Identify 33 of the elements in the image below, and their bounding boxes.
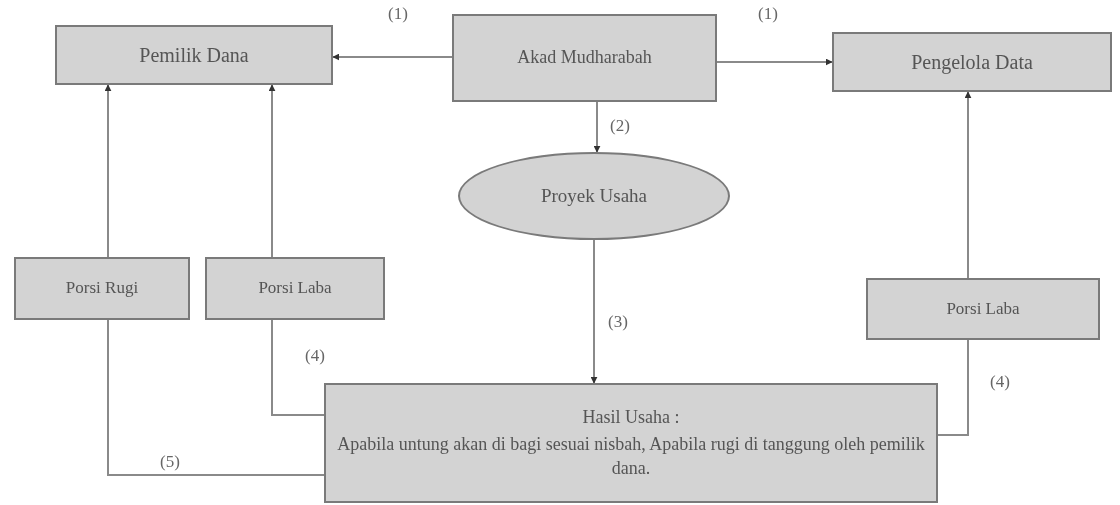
process-box <box>452 14 717 102</box>
arrow <box>268 84 276 258</box>
arrow <box>964 91 972 279</box>
box-heading: Hasil Usaha : <box>582 405 680 429</box>
process-box <box>205 257 385 320</box>
connector-line <box>271 319 325 416</box>
edge-label: (4) <box>305 346 325 366</box>
edge-label: (5) <box>160 452 180 472</box>
process-box <box>832 32 1112 92</box>
edge-label: (3) <box>608 312 628 332</box>
edge-label: (1) <box>758 4 778 24</box>
arrow <box>716 58 833 66</box>
edge-label: (4) <box>990 372 1010 392</box>
node-label: Apabila untung akan di bagi sesuai nisbah, Apabila rugi di tanggung oleh pemilik dana. <box>336 433 926 480</box>
node-label: Akad Mudharabah <box>517 46 652 70</box>
arrow <box>590 239 598 384</box>
arrow <box>104 84 112 258</box>
process-box <box>324 383 938 503</box>
arrow <box>332 53 453 61</box>
connector-line <box>107 319 325 476</box>
node-label: Proyek Usaha <box>540 183 648 208</box>
process-box <box>14 257 190 320</box>
connector-line <box>937 339 969 436</box>
edge-label: (1) <box>388 4 408 24</box>
process-box <box>866 278 1100 340</box>
node-label: Porsi Laba <box>946 297 1020 320</box>
node-label: Porsi Laba <box>258 277 332 300</box>
edge-label: (2) <box>610 116 630 136</box>
node-label: Porsi Rugi <box>65 277 139 300</box>
node-label: Pemilik Dana <box>139 43 249 68</box>
process-box <box>55 25 333 85</box>
node-label: Pengelola Data <box>911 50 1033 75</box>
arrow <box>593 101 601 153</box>
